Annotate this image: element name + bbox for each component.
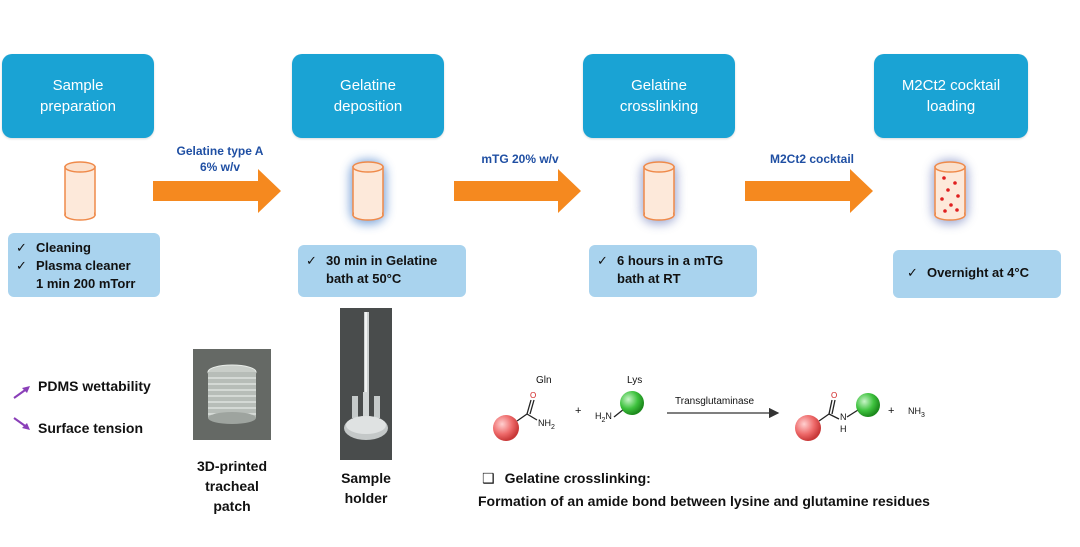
tracheal-patch-photo (193, 349, 271, 440)
amine-h2n-label: H2N (595, 411, 612, 424)
crosslinking-caption-title: ❑ Gelatine crosslinking: (482, 470, 651, 487)
factor-surface-tension: Surface tension (38, 420, 144, 436)
amine-h-text: H (595, 411, 602, 421)
amide-nh2-sub: 2 (551, 423, 555, 431)
patch-caption-line1: 3D-printed (197, 458, 267, 474)
step-label-line2: crosslinking (619, 98, 699, 115)
check-icon: ✓ (597, 253, 608, 268)
lysine-molecule-icon (613, 391, 644, 418)
note-line: Overnight at 4°C (927, 265, 1029, 280)
lys-label: Lys (627, 375, 643, 386)
glutamine-molecule-icon: O (493, 391, 538, 441)
cylinder-crosslinked-icon (641, 160, 677, 224)
step-label-line1: Gelatine (631, 77, 687, 94)
step-sample-preparation: Sample preparation (2, 54, 154, 138)
note-line: bath at 50°C (326, 271, 402, 286)
step-gelatine-deposition: Gelatine deposition (292, 54, 444, 138)
enzyme-label: Transglutaminase (675, 396, 755, 407)
holder-caption-line2: holder (344, 490, 388, 506)
arrow-label-gelatine: Gelatine type A 6% w/v (160, 143, 280, 175)
cylinder-plain-icon (64, 161, 96, 221)
ammonia-text: NH (908, 406, 921, 416)
note-loading: ✓ Overnight at 4°C (893, 250, 1061, 298)
amide-nh2-text: NH (538, 418, 551, 428)
amide-nh2-label: NH2 (538, 418, 555, 431)
note-line: bath at RT (617, 271, 681, 286)
product-molecule-icon: O (795, 391, 880, 441)
arrow-label-line2: 6% w/v (199, 160, 241, 174)
note-crosslinking: ✓ 6 hours in a mTG bath at RT (589, 245, 757, 297)
check-icon: ✓ (16, 240, 27, 255)
patch-caption-line2: tracheal (205, 478, 259, 494)
note-line: Cleaning (36, 240, 91, 255)
step-cocktail-loading: M2Ct2 cocktail loading (874, 54, 1028, 138)
patch-caption: 3D-printed tracheal patch (180, 456, 284, 516)
arrow-label-line1: M2Ct2 cocktail (769, 152, 855, 166)
step-label-line1: M2Ct2 cocktail (901, 77, 1001, 94)
note-line: Plasma cleaner (36, 258, 131, 273)
caption-title-text: Gelatine crosslinking: (504, 470, 651, 486)
check-icon: ✓ (907, 265, 918, 280)
step-label-line2: preparation (40, 98, 116, 115)
step-label-line2: deposition (333, 98, 403, 115)
patch-caption-line3: patch (213, 498, 251, 514)
factor-arrow-up-icon (13, 386, 30, 399)
step-gelatine-crosslinking: Gelatine crosslinking (583, 54, 735, 138)
checkbox-icon: ❑ (482, 470, 495, 486)
factor-wettability: PDMS wettability (38, 378, 151, 394)
plus-sign: + (888, 405, 895, 417)
svg-text:O: O (530, 391, 536, 400)
check-icon: ✓ (16, 258, 27, 273)
arrow-label-line1: Gelatine type A (176, 144, 264, 158)
cylinder-loaded-icon (932, 160, 968, 224)
amide-n-label: N (840, 412, 847, 422)
cylinder-gelatine-icon (350, 160, 386, 224)
note-deposition: ✓ 30 min in Gelatine bath at 50°C (298, 245, 466, 297)
step-label-line2: loading (926, 98, 976, 115)
holder-caption: Sample holder (328, 468, 404, 508)
process-arrow-1 (153, 169, 281, 213)
check-icon: ✓ (306, 253, 317, 268)
factor-arrow-down-icon (13, 417, 30, 430)
holder-caption-line1: Sample (341, 470, 391, 486)
svg-text:O: O (831, 391, 837, 400)
amine-h-sub: 2 (601, 416, 606, 424)
process-arrow-2 (454, 169, 581, 213)
arrow-label-mtg: mTG 20% w/v (460, 151, 580, 167)
sample-holder-photo (340, 308, 392, 460)
arrow-label-line1: mTG 20% w/v (481, 152, 559, 166)
gln-label: Gln (536, 375, 552, 386)
ammonia-label: NH3 (908, 406, 925, 419)
note-line: 6 hours in a mTG (617, 253, 724, 268)
plus-sign: + (575, 405, 582, 417)
amine-n-text: N (605, 411, 612, 421)
step-label-line1: Sample (52, 77, 104, 94)
note-line: 30 min in Gelatine (326, 253, 438, 268)
amide-h-label: H (840, 424, 847, 434)
crosslinking-caption-body: Formation of an amide bond between lysin… (478, 493, 930, 509)
ammonia-sub: 3 (921, 411, 925, 419)
note-preparation: ✓ Cleaning ✓ Plasma cleaner 1 min 200 mTor… (8, 233, 160, 297)
step-label-line1: Gelatine (340, 77, 396, 94)
arrow-label-cocktail: M2Ct2 cocktail (752, 151, 872, 167)
note-line: 1 min 200 mTorr (36, 276, 136, 291)
process-arrow-3 (745, 169, 873, 213)
